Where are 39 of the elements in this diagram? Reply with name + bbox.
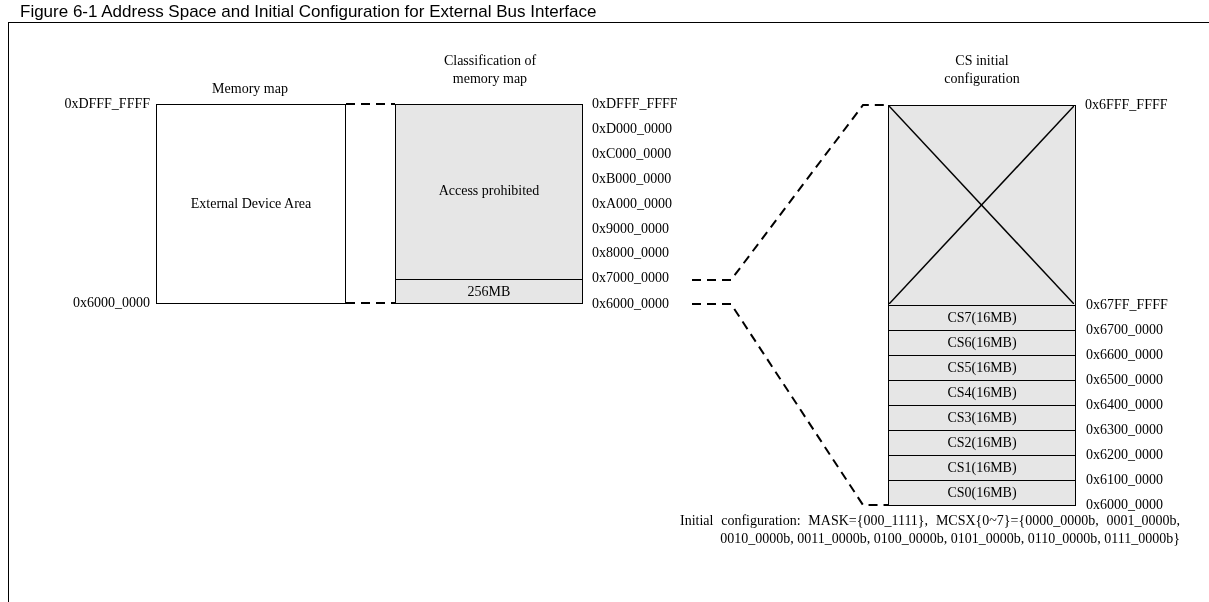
- projection-line: [345, 103, 396, 105]
- address-label: 0x7000_0000: [592, 270, 669, 287]
- address-label: 0xB000_0000: [592, 170, 672, 187]
- region-label: CS2(16MB): [947, 435, 1017, 451]
- address-label: 0x6000_0000: [1086, 497, 1163, 513]
- region-label: CS5(16MB): [947, 360, 1017, 376]
- address-label: 0x6300_0000: [1086, 422, 1163, 438]
- address-label: 0x6100_0000: [1086, 472, 1163, 488]
- configuration-note: Initial configuration: MASK={000_1111}, MCSX{0~7}={0000_0000b, 0001_0000b, 0010_0000b, 0011_0000b, 0100_0000b, 0101_0000b, 0110_0000b, 0111_0000b}: [680, 512, 1180, 548]
- address-label: 0x6600_0000: [1086, 347, 1163, 363]
- figure-title: Figure 6-1 Address Space and Initial Configuration for External Bus Interface: [20, 2, 597, 22]
- address-label: 0x6200_0000: [1086, 447, 1163, 463]
- address-label: 0xC000_0000: [592, 145, 672, 162]
- projection-line: [345, 302, 396, 304]
- address-label: 0xD000_0000: [592, 120, 673, 137]
- region-label: CS1(16MB): [947, 460, 1017, 476]
- region-label: CS7(16MB): [947, 310, 1017, 326]
- address-label: 0x6700_0000: [1086, 322, 1163, 338]
- address-label: 0xDFFF_FFFF: [592, 96, 678, 112]
- address-label: 0x6FFF_FFFF: [1085, 97, 1168, 113]
- address-label: 0x9000_0000: [592, 220, 669, 237]
- address-label: 0x6500_0000: [1086, 372, 1163, 388]
- address-label: 0x6000_0000: [73, 295, 150, 311]
- column-heading: Classification of memory map: [442, 52, 538, 88]
- region-label: CS0(16MB): [947, 485, 1017, 501]
- address-label: 0x67FF_FFFF: [1086, 297, 1168, 313]
- address-label: 0x6400_0000: [1086, 397, 1163, 413]
- region-label: 256MB: [467, 283, 511, 300]
- address-label: 0x8000_0000: [592, 245, 669, 262]
- region-label: CS6(16MB): [947, 335, 1017, 351]
- column-heading: CS initial configuration: [943, 52, 1021, 88]
- address-label: 0xA000_0000: [592, 195, 673, 212]
- region-label: External Device Area: [190, 196, 312, 212]
- address-label: 0xDFFF_FFFF: [64, 96, 150, 112]
- region-label: CS3(16MB): [947, 410, 1017, 426]
- region-label: Access prohibited: [438, 183, 540, 199]
- column-heading: Memory map: [211, 80, 289, 98]
- region-label: CS4(16MB): [947, 385, 1017, 401]
- address-label: 0x6000_0000: [592, 296, 669, 312]
